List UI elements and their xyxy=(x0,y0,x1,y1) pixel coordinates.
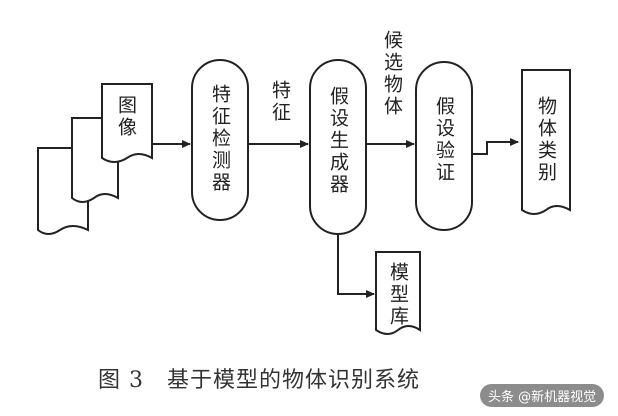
document-front xyxy=(101,83,153,163)
feature-detector-label: 特征检测器 xyxy=(209,84,231,194)
object-class-document xyxy=(521,69,571,215)
arrow-verifier-to-class xyxy=(472,138,519,155)
figure-caption: 图 3 基于模型的物体识别系统 xyxy=(98,368,420,393)
hypothesis-verifier-box xyxy=(415,61,473,231)
watermark: 头条 @新机器视觉 xyxy=(480,384,605,407)
arrow-generator-to-library xyxy=(337,234,375,298)
image-input-document-stack xyxy=(37,83,153,235)
model-library-document xyxy=(375,251,421,335)
feature-detector-box xyxy=(191,59,249,221)
features-edge-label: 特征 xyxy=(269,80,291,124)
object-class-label: 物体类别 xyxy=(535,96,557,184)
hypothesis-generator-label: 假设生成器 xyxy=(327,86,349,196)
hypothesis-verifier-label: 假设验证 xyxy=(433,96,455,184)
candidate-objects-edge-label: 候选物体 xyxy=(381,30,403,118)
model-library-label: 模型库 xyxy=(387,262,409,328)
image-input-label: 图像 xyxy=(115,95,137,139)
